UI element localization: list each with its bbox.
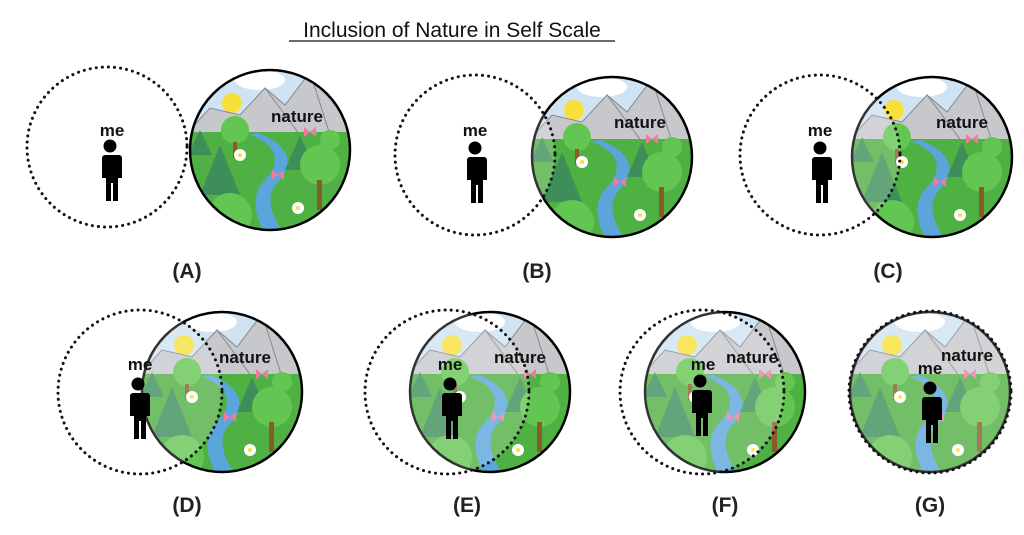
panel-f: nature me (F): [618, 307, 810, 517]
me-label: me: [438, 355, 463, 374]
nature-label: nature: [941, 346, 993, 365]
panel-label: (D): [172, 494, 201, 517]
me-label: me: [128, 355, 153, 374]
self-circle: [738, 73, 902, 237]
panel-d: nature me (D): [56, 307, 307, 517]
diagram-title: Inclusion of Nature in Self Scale: [303, 19, 601, 42]
me-label: me: [808, 121, 833, 140]
nature-circle: [185, 65, 355, 237]
panel-label: (A): [172, 260, 201, 283]
panel-label: (G): [915, 494, 945, 517]
nature-label: nature: [726, 348, 778, 367]
panel-a: nature me (A): [25, 65, 355, 283]
nature-label: nature: [936, 113, 988, 132]
panel-c: nature me (C): [738, 72, 1017, 283]
me-label: me: [918, 359, 943, 378]
panel-label: (B): [522, 260, 551, 283]
me-label: me: [100, 121, 125, 140]
nature-label: nature: [219, 348, 271, 367]
nature-label: nature: [271, 107, 323, 126]
nature-label: nature: [614, 113, 666, 132]
self-circle: [363, 308, 531, 476]
panel-label: (C): [873, 260, 902, 283]
nature-label: nature: [494, 348, 546, 367]
panel-g: nature me (G): [845, 307, 1015, 517]
panel-e: nature me (E): [363, 307, 575, 517]
panel-b: nature me (B): [393, 72, 697, 283]
me-label: me: [691, 355, 716, 374]
self-circle: [393, 73, 557, 237]
panel-label: (F): [712, 494, 739, 517]
self-circle: [56, 308, 224, 476]
me-label: me: [463, 121, 488, 140]
panel-label: (E): [453, 494, 481, 517]
